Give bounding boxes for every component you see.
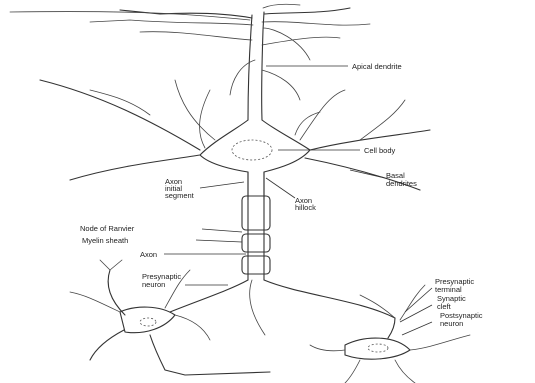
axon-label: Axon (140, 250, 157, 259)
synaptic-cleft-label-line2: cleft (437, 302, 452, 311)
cell-body (40, 80, 430, 200)
myelin-segment-1 (242, 196, 270, 230)
axon-hillock-label-line2: hillock (295, 203, 316, 212)
myelin-segment-2 (242, 234, 270, 252)
postsynaptic-neuron-label-line2: neuron (440, 319, 463, 328)
presynaptic-neuron-left-label-line2: neuron (142, 280, 165, 289)
label-node-of-ranvier: Node of Ranvier (80, 224, 242, 233)
label-basal-dendrites: Basal dendrites (350, 170, 417, 188)
label-axon-hillock: Axon hillock (266, 178, 316, 212)
label-apical-dendrite: Apical dendrite (266, 62, 402, 71)
axon-trunk (170, 172, 395, 335)
cell-body-label: Cell body (364, 146, 396, 155)
myelin-sheath-label: Myelin sheath (82, 236, 128, 245)
myelin-segment-3 (242, 256, 270, 274)
label-presynaptic-neuron-left: Presynaptic neuron (142, 272, 228, 289)
label-axon-initial-segment: Axon initial segment (165, 177, 244, 200)
node-of-ranvier-label: Node of Ranvier (80, 224, 135, 233)
presynaptic-terminal-label-line2: terminal (435, 285, 462, 294)
apical-dendrite-label: Apical dendrite (352, 62, 402, 71)
label-axon: Axon (140, 250, 246, 259)
apical-dendrite (10, 4, 370, 120)
axon-initial-segment-label-line3: segment (165, 191, 195, 200)
basal-dendrites-label-line2: dendrites (386, 179, 417, 188)
label-cell-body: Cell body (278, 146, 396, 155)
label-myelin-sheath: Myelin sheath (82, 236, 242, 245)
